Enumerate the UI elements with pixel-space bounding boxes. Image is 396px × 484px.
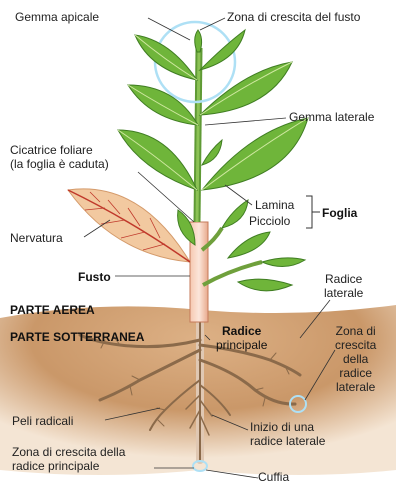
fallen-leaf bbox=[68, 189, 190, 262]
label-gemma-laterale: Gemma laterale bbox=[289, 110, 374, 124]
label-foglia: Foglia bbox=[322, 206, 357, 220]
foglia-bracket bbox=[306, 196, 320, 228]
label-nervatura: Nervatura bbox=[10, 231, 63, 245]
label-radice-laterale: Radice laterale bbox=[324, 272, 363, 300]
label-picciolo: Picciolo bbox=[249, 214, 290, 228]
label-fusto: Fusto bbox=[78, 270, 111, 284]
label-gemma-apicale: Gemma apicale bbox=[15, 10, 99, 24]
label-radice-principale: Radice principale bbox=[216, 324, 267, 352]
label-parte-sotterranea: PARTE SOTTERRANEA bbox=[10, 330, 144, 344]
label-zona-crescita-radice-laterale: Zona di crescita della radice laterale bbox=[335, 324, 376, 394]
label-peli-radicali: Peli radicali bbox=[12, 414, 73, 428]
label-parte-aerea: PARTE AEREA bbox=[10, 303, 95, 317]
label-lamina: Lamina bbox=[255, 198, 294, 212]
label-zona-crescita-fusto: Zona di crescita del fusto bbox=[227, 10, 360, 24]
label-cicatrice-foliare: Cicatrice foliare (la foglia è caduta) bbox=[10, 143, 109, 171]
label-inizio-radice-laterale: Inizio di una radice laterale bbox=[250, 420, 325, 448]
label-zona-crescita-radice-principale: Zona di crescita della radice principale bbox=[12, 445, 125, 473]
